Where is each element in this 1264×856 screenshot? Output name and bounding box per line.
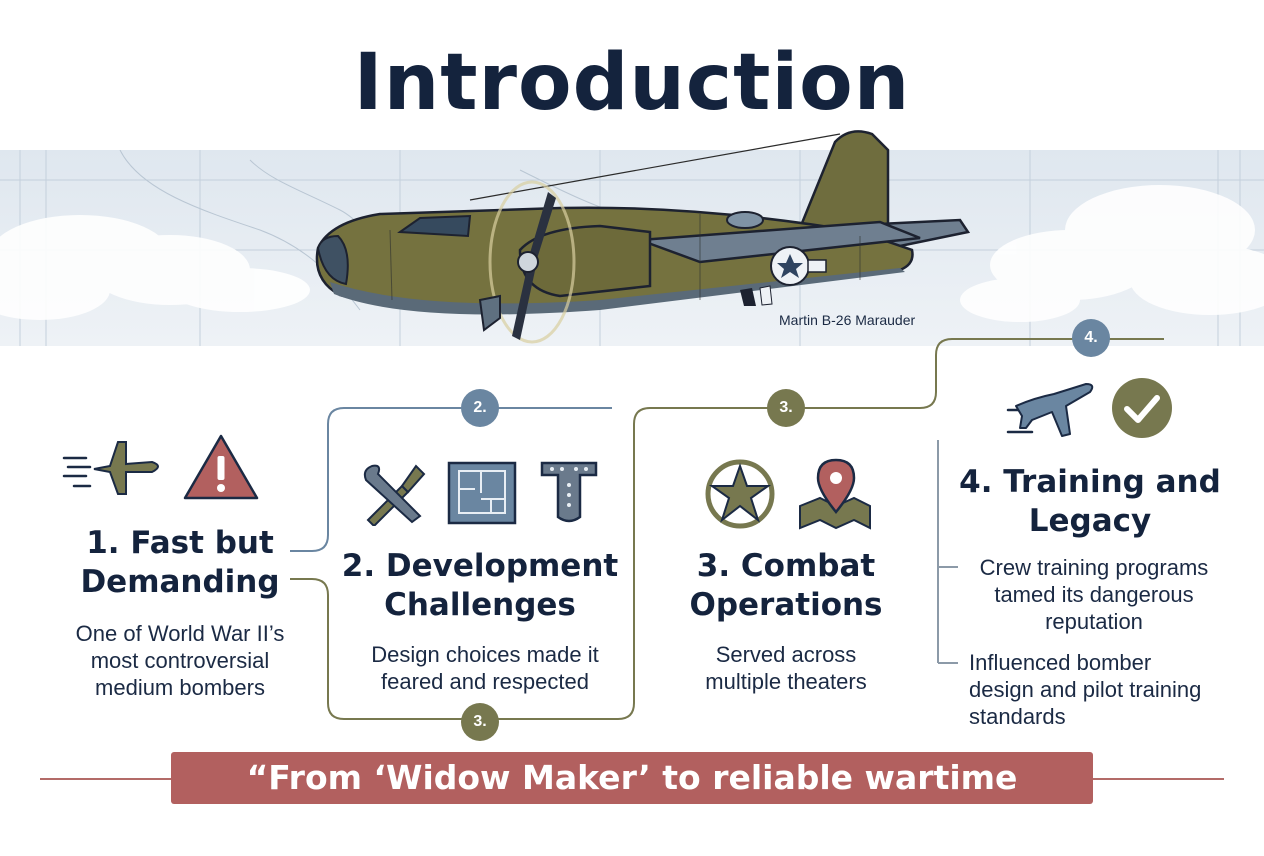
- airplane-icon: [1006, 383, 1094, 437]
- page-title: Introduction: [353, 38, 911, 128]
- bullet-line: standards: [969, 704, 1066, 729]
- checkmark-icon: [1112, 378, 1172, 438]
- quote-divider-left: [40, 778, 174, 780]
- step-badge-3: 3.: [767, 389, 805, 427]
- step-1-desc-line: most controversial: [90, 648, 270, 673]
- warning-icon: [183, 434, 259, 500]
- bullet-line: design and pilot training: [969, 677, 1202, 702]
- military-star-icon: [705, 459, 775, 529]
- step-2-title: 2. Development Challenges: [335, 547, 625, 625]
- step-3-title: 3. Combat Operations: [650, 547, 922, 625]
- bullet-line: tamed its dangerous: [994, 582, 1194, 607]
- step-4-title: 4. Training and Legacy: [950, 463, 1230, 541]
- step-badge-4: 4.: [1072, 319, 1110, 357]
- step-2-title-line2: Challenges: [384, 587, 576, 623]
- step-4-bullet-2: Influenced bomber design and pilot train…: [955, 649, 1244, 730]
- map-banner: [0, 150, 1264, 346]
- jet-plane-icon: [62, 441, 159, 495]
- step-3-description: Served across multiple theaters: [650, 641, 922, 695]
- step-4-title-line1: 4. Training and: [959, 464, 1221, 500]
- bullet-line: Influenced bomber: [969, 650, 1152, 675]
- step-1-title-line1: 1. Fast but: [86, 525, 274, 561]
- b26-marauder-illustration: [315, 130, 971, 344]
- step-1-title-line2: Demanding: [80, 564, 280, 600]
- step-badge-3-lower: 3.: [461, 703, 499, 741]
- bullet-line: reputation: [1045, 609, 1143, 634]
- step-1-title: 1. Fast but Demanding: [40, 524, 320, 602]
- tools-icon: [363, 464, 426, 526]
- step-3-title-line1: 3. Combat: [696, 548, 876, 584]
- step-1-desc-line: medium bombers: [95, 675, 265, 700]
- blueprint-icon: [447, 461, 517, 525]
- step-2-desc-line: Design choices made it: [371, 642, 599, 667]
- hero-caption: Martin B-26 Marauder: [779, 312, 916, 328]
- quote-divider-right: [1090, 778, 1224, 780]
- map-pin-icon: [799, 458, 871, 530]
- step-2-desc-line: feared and respected: [381, 669, 589, 694]
- step-1-description: One of World War II’s most controversial…: [30, 620, 330, 701]
- step-badge-2: 2.: [461, 389, 499, 427]
- step-3-desc-line: multiple theaters: [705, 669, 867, 694]
- step-2-description: Design choices made it feared and respec…: [335, 641, 635, 695]
- step-1-desc-line: One of World War II’s: [75, 621, 285, 646]
- step-2-title-line1: 2. Development: [341, 548, 619, 584]
- step-4-title-line2: Legacy: [1028, 503, 1152, 539]
- wing-spar-icon: [540, 461, 598, 523]
- bullet-line: Crew training programs: [979, 555, 1209, 580]
- step-4-bullet-1: Crew training programs tamed its dangero…: [960, 554, 1228, 635]
- quote-banner: “From ‘Widow Maker’ to reliable wartime …: [171, 752, 1093, 849]
- step-3-title-line2: Operations: [689, 587, 883, 623]
- step-3-desc-line: Served across: [715, 642, 857, 667]
